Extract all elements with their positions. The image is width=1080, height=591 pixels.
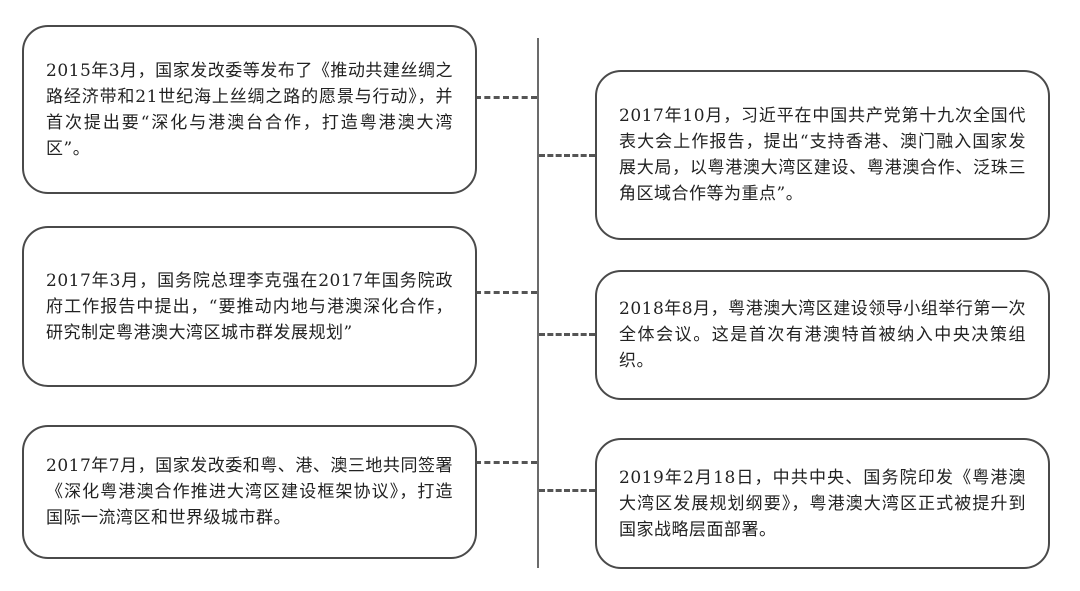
event-text: 2018年8月，粤港澳大湾区建设领导小组举行第一次全体会议。这是首次有港澳特首被… — [619, 299, 1026, 371]
event-card-2017-03: 2017年3月，国务院总理李克强在2017年国务院政府工作报告中提出，“要推动内… — [22, 226, 477, 387]
event-card-2019-02: 2019年2月18日，中共中央、国务院印发《粤港澳大湾区发展规划纲要》，粤港澳大… — [595, 438, 1050, 569]
event-text: 2019年2月18日，中共中央、国务院印发《粤港澳大湾区发展规划纲要》，粤港澳大… — [619, 467, 1026, 540]
event-card-2017-07: 2017年7月，国家发改委和粤、港、澳三地共同签署《深化粤港澳合作推进大湾区建设… — [22, 425, 477, 559]
connector-event-6 — [539, 489, 595, 492]
event-card-2017-10: 2017年10月，习近平在中国共产党第十九次全国代表大会上作报告，提出“支持香港… — [595, 70, 1050, 240]
event-text: 2017年7月，国家发改委和粤、港、澳三地共同签署《深化粤港澳合作推进大湾区建设… — [46, 456, 453, 528]
event-text: 2017年3月，国务院总理李克强在2017年国务院政府工作报告中提出，“要推动内… — [46, 270, 453, 343]
connector-event-5 — [475, 461, 537, 464]
connector-event-4 — [539, 333, 595, 336]
event-card-2018-08: 2018年8月，粤港澳大湾区建设领导小组举行第一次全体会议。这是首次有港澳特首被… — [595, 270, 1050, 400]
timeline-axis — [537, 38, 539, 568]
event-text: 2017年10月，习近平在中国共产党第十九次全国代表大会上作报告，提出“支持香港… — [619, 106, 1026, 204]
connector-event-2 — [539, 154, 595, 157]
connector-event-3 — [475, 291, 537, 294]
event-text: 2015年3月，国家发改委等发布了《推动共建丝绸之路经济带和21世纪海上丝绸之路… — [46, 60, 453, 159]
connector-event-1 — [475, 96, 537, 99]
event-card-2015-03: 2015年3月，国家发改委等发布了《推动共建丝绸之路经济带和21世纪海上丝绸之路… — [22, 25, 477, 194]
